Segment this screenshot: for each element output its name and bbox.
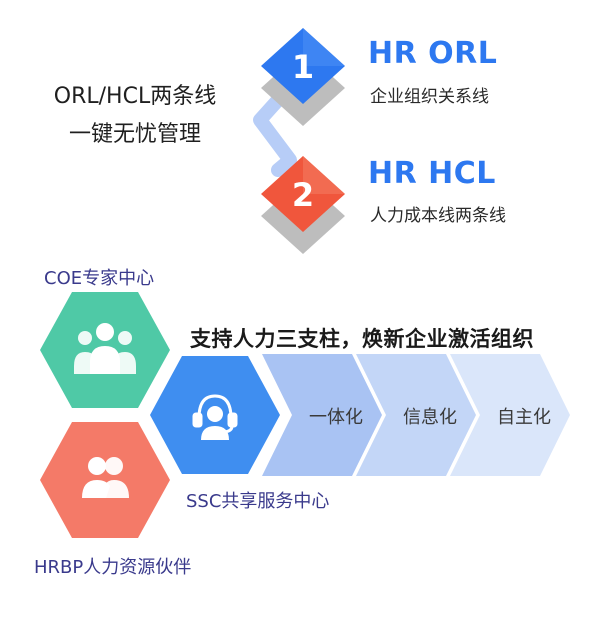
step-2-number: 2 bbox=[292, 176, 314, 214]
headset-person-head bbox=[207, 406, 223, 422]
step-1-title: HR ORL bbox=[368, 36, 498, 71]
stage-2-label: 信息化 bbox=[403, 407, 457, 428]
coe-label: COE专家中心 bbox=[44, 268, 155, 289]
chevron-stage-3 bbox=[450, 354, 570, 476]
intro-line-2: 一键无忧管理 bbox=[68, 122, 201, 147]
hrbp-hexagon bbox=[40, 422, 170, 538]
step-2-subtitle: 人力成本线两条线 bbox=[370, 206, 506, 226]
steps-graphic: 1 2 bbox=[253, 28, 345, 254]
hrbp-label: HRBP人力资源伙伴 bbox=[34, 557, 192, 578]
intro-line-1: ORL/HCL两条线 bbox=[53, 84, 217, 109]
step-1-number: 1 bbox=[292, 48, 314, 86]
stage-3-label: 自主化 bbox=[497, 407, 551, 428]
team-icon bbox=[74, 323, 136, 374]
stage-1-label: 一体化 bbox=[309, 407, 363, 428]
step-2-title: HR HCL bbox=[368, 156, 496, 191]
headset-icon bbox=[192, 394, 238, 434]
step-1-subtitle: 企业组织关系线 bbox=[370, 87, 489, 107]
partners-icon bbox=[82, 457, 129, 498]
step-connector bbox=[253, 93, 297, 177]
headset-person-body bbox=[201, 426, 229, 440]
chevron-stage-1 bbox=[262, 354, 382, 476]
chevron-stage-2 bbox=[356, 354, 476, 476]
ssc-label: SSC共享服务中心 bbox=[186, 491, 330, 512]
pillars-headline: 支持人力三支柱，焕新企业激活组织 bbox=[190, 327, 534, 351]
pillars-graphic bbox=[40, 292, 570, 538]
